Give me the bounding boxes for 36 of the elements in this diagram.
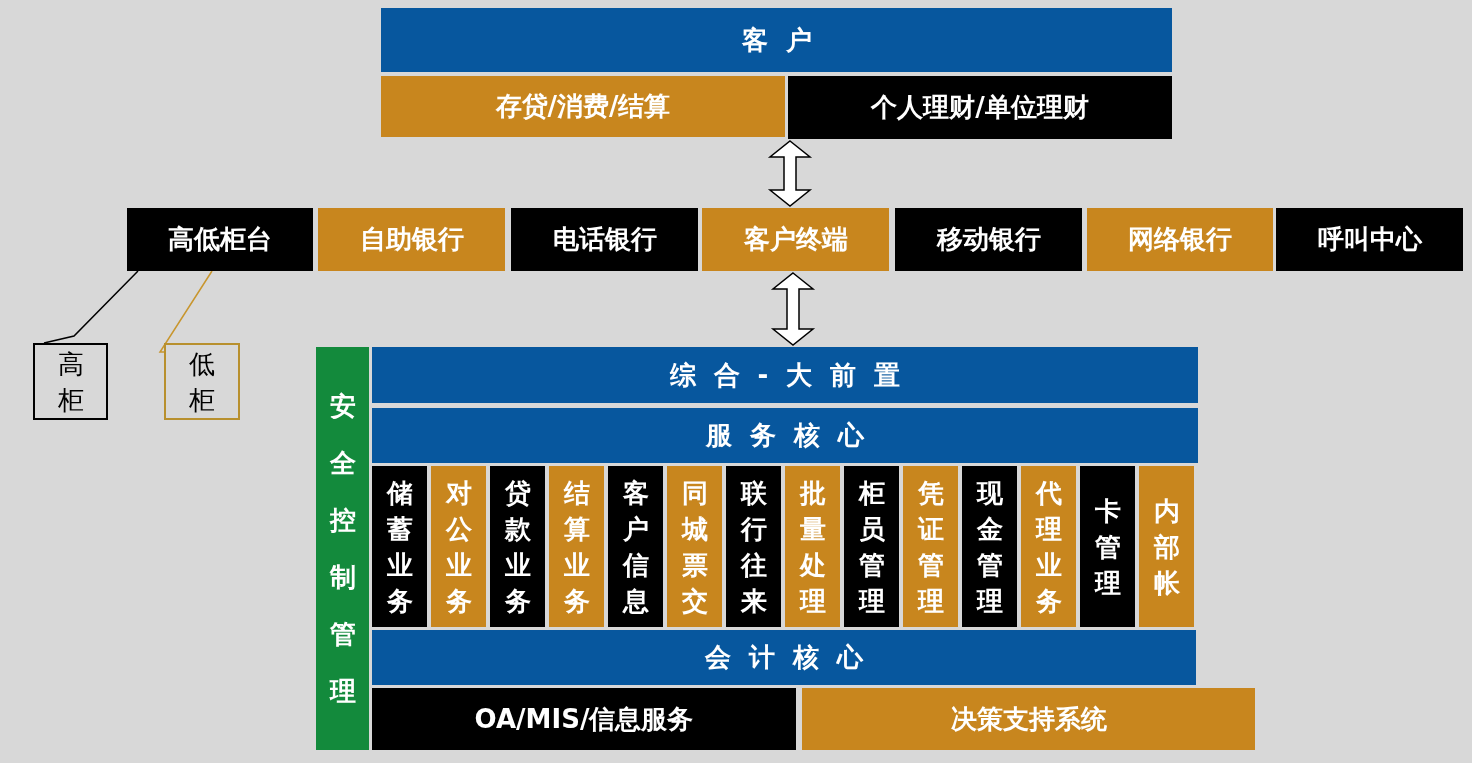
layer-band: 综合-大前置 bbox=[372, 347, 1198, 403]
module-box: 对公业务 bbox=[431, 466, 486, 627]
module-box: 批量处理 bbox=[785, 466, 840, 627]
counter-box: 高柜 bbox=[33, 343, 108, 420]
side-band: 安全控制管理 bbox=[316, 347, 369, 750]
module-box: 客户信息 bbox=[608, 466, 663, 627]
module-box: 代理业务 bbox=[1021, 466, 1076, 627]
channel-box: 网络银行 bbox=[1087, 208, 1273, 271]
leader-line bbox=[158, 270, 213, 353]
channel-box: 呼叫中心 bbox=[1276, 208, 1463, 271]
category-box: 存贷/消费/结算 bbox=[381, 76, 785, 137]
leader-line bbox=[43, 270, 139, 344]
channel-box: 高低柜台 bbox=[127, 208, 313, 271]
module-box: 柜员管理 bbox=[844, 466, 899, 627]
category-box: 个人理财/单位理财 bbox=[788, 76, 1172, 139]
module-box: 现金管理 bbox=[962, 466, 1017, 627]
layer-band: 会计核心 bbox=[372, 630, 1196, 685]
module-box: 内部帐 bbox=[1139, 466, 1194, 627]
channel-box: 客户终端 bbox=[702, 208, 889, 271]
header-band: 客户 bbox=[381, 8, 1172, 72]
module-box: 结算业务 bbox=[549, 466, 604, 627]
module-box: 凭证管理 bbox=[903, 466, 958, 627]
double-arrow bbox=[770, 272, 816, 346]
module-box: 联行往来 bbox=[726, 466, 781, 627]
module-box: 贷款业务 bbox=[490, 466, 545, 627]
double-arrow bbox=[767, 140, 813, 207]
module-box: 储蓄业务 bbox=[372, 466, 427, 627]
channel-box: 自助银行 bbox=[318, 208, 505, 271]
system-box: 决策支持系统 bbox=[802, 688, 1255, 750]
channel-box: 移动银行 bbox=[895, 208, 1082, 271]
module-box: 卡管理 bbox=[1080, 466, 1135, 627]
counter-box: 低柜 bbox=[164, 343, 240, 420]
layer-band: 服务核心 bbox=[372, 408, 1198, 463]
channel-box: 电话银行 bbox=[511, 208, 698, 271]
module-box: 同城票交 bbox=[667, 466, 722, 627]
system-box: OA/MIS/信息服务 bbox=[372, 688, 796, 750]
